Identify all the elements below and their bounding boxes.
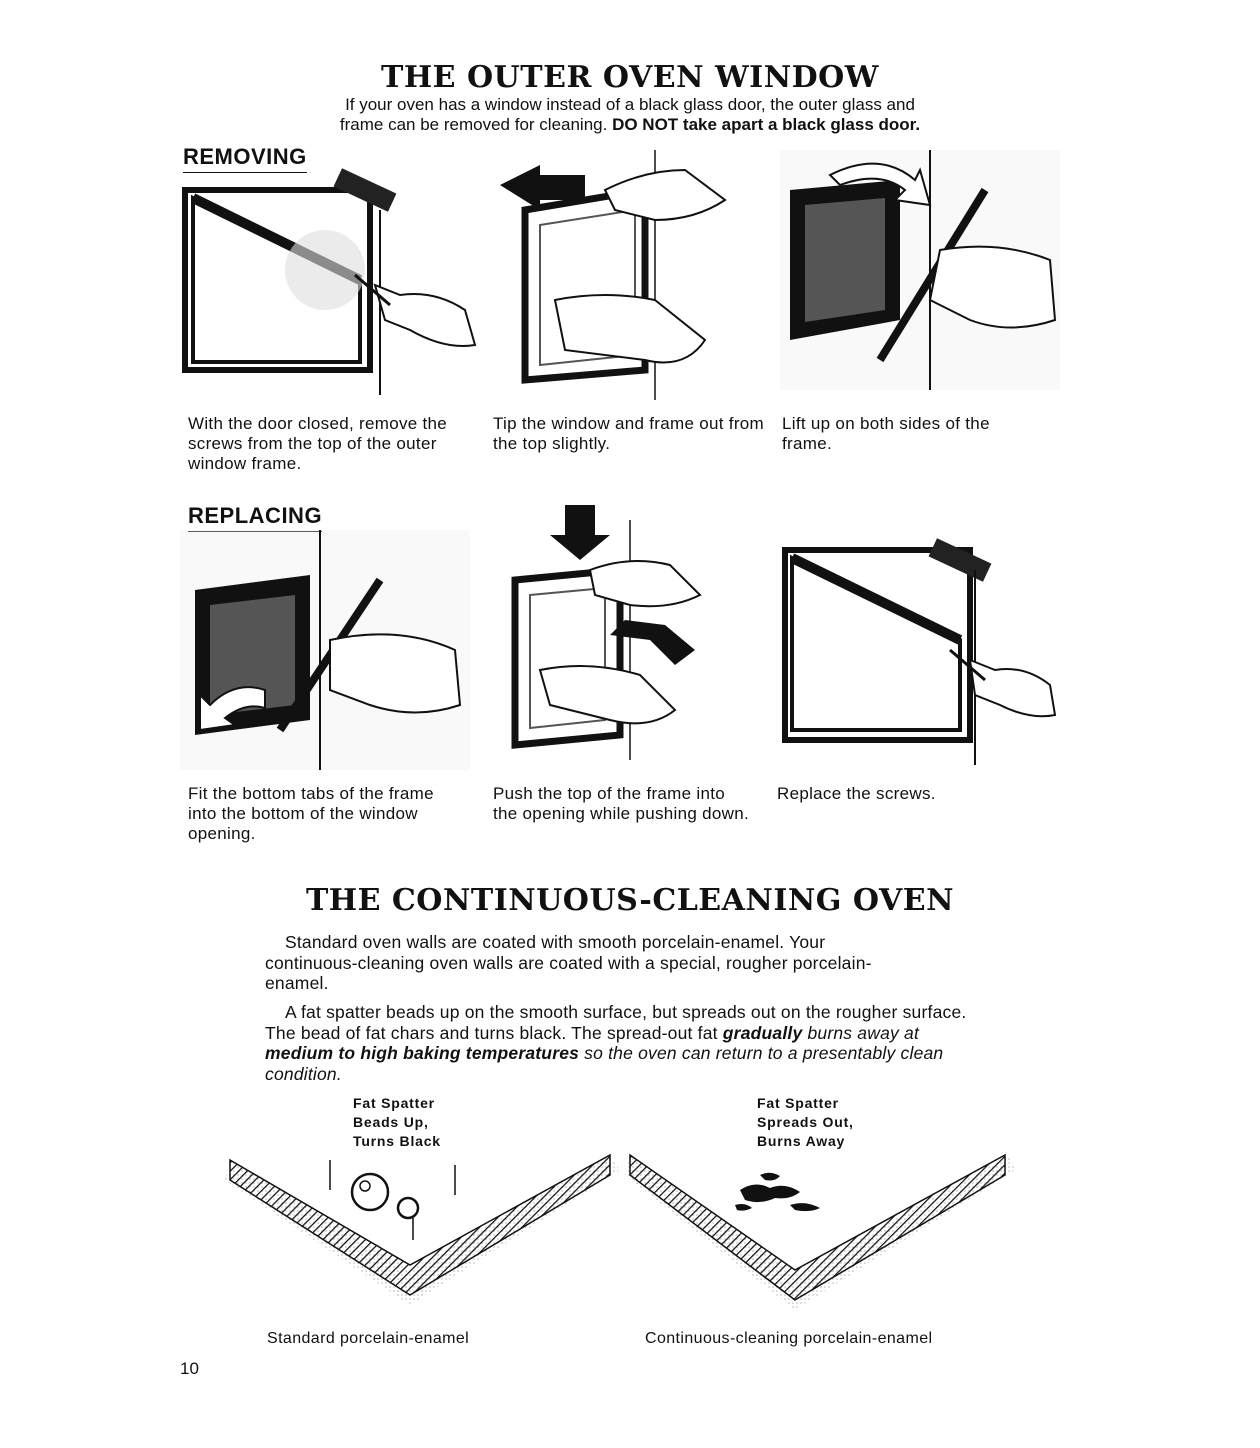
left-diagram-label: Fat Spatter Beads Up, Turns Black [353, 1094, 441, 1151]
rough-enamel-layer [630, 1155, 1005, 1300]
hand-bottom [555, 295, 705, 363]
standard-enamel-caption: Standard porcelain-enamel [267, 1330, 469, 1348]
spread-fat-spatter [735, 1173, 820, 1211]
fat-bead-small [398, 1198, 418, 1218]
left-label-line-1: Fat Spatter [353, 1094, 441, 1113]
replacing-step-3-illustration [780, 530, 1060, 770]
oven-door-frame [785, 550, 970, 740]
para2-text-c: burns away at [802, 1023, 919, 1043]
removing-step-3-caption: Lift up on both sides of the frame. [782, 414, 1022, 454]
smooth-enamel-layer [230, 1155, 610, 1295]
right-diagram-label: Fat Spatter Spreads Out, Burns Away [757, 1094, 854, 1151]
intro-plain: frame can be removed for cleaning. [340, 115, 612, 134]
replacing-step-1-caption: Fit the bottom tabs of the frame into th… [188, 784, 443, 844]
continuous-cleaning-enamel-caption: Continuous-cleaning porcelain-enamel [645, 1330, 932, 1348]
removing-heading: REMOVING [183, 144, 307, 173]
intro-line-2: frame can be removed for cleaning. DO NO… [230, 115, 1030, 135]
replacing-step-2-illustration [500, 500, 720, 760]
intro-warning: DO NOT take apart a black glass door. [612, 115, 920, 134]
hand-bottom [540, 666, 675, 723]
removing-step-1-illustration [175, 170, 485, 400]
fat-bead-large [352, 1174, 388, 1210]
replacing-heading: REPLACING [188, 503, 322, 532]
hand-top [590, 561, 700, 606]
removing-step-3-illustration [780, 150, 1060, 390]
hand-with-screwdriver [375, 285, 475, 346]
hand-with-screwdriver [970, 660, 1055, 716]
frame-top-rail [334, 168, 397, 211]
removing-step-1-caption: With the door closed, remove the screws … [188, 414, 463, 474]
replacing-step-1-illustration [180, 530, 470, 770]
left-label-line-3: Turns Black [353, 1132, 441, 1151]
replacing-step-3-caption: Replace the screws. [777, 784, 1027, 804]
removing-step-2-illustration [495, 150, 765, 400]
section-title-continuous-cleaning: THE CONTINUOUS-CLEANING OVEN [260, 883, 1000, 918]
removing-step-2-caption: Tip the window and frame out from the to… [493, 414, 768, 454]
right-label-line-2: Spreads Out, [757, 1113, 854, 1132]
intro-line-1: If your oven has a window instead of a b… [230, 95, 1030, 115]
replacing-step-2-caption: Push the top of the frame into the openi… [493, 784, 753, 824]
intro-text: If your oven has a window instead of a b… [230, 95, 1030, 135]
hand-top [605, 170, 725, 220]
window-glass [792, 558, 960, 730]
page-title: THE OUTER OVEN WINDOW [330, 60, 930, 95]
right-label-line-1: Fat Spatter [757, 1094, 854, 1113]
right-label-line-3: Burns Away [757, 1132, 854, 1151]
para2-emphasis-temperatures: medium to high baking temperatures [265, 1043, 579, 1063]
left-label-line-2: Beads Up, [353, 1113, 441, 1132]
continuous-cleaning-enamel-diagram [620, 1150, 1020, 1320]
section2-paragraph-1: Standard oven walls are coated with smoo… [265, 932, 905, 994]
page-number: 10 [180, 1359, 199, 1379]
standard-enamel-diagram [225, 1150, 625, 1320]
para2-emphasis-gradually: gradually [723, 1023, 803, 1043]
section2-paragraph-2: A fat spatter beads up on the smooth sur… [265, 1002, 977, 1084]
frame-top-rail [929, 538, 992, 581]
down-arrow-icon [550, 505, 610, 560]
